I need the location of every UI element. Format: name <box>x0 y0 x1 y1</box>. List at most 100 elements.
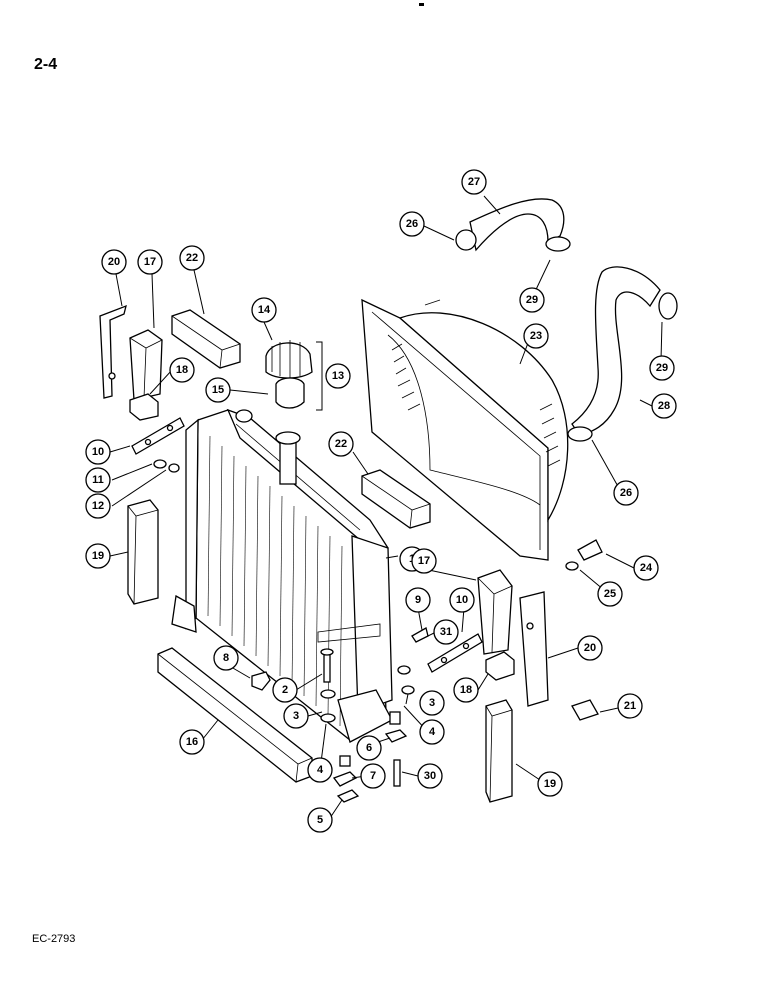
callout-8: 8 <box>213 645 239 671</box>
callout-19: 19 <box>85 543 111 569</box>
callout-4: 4 <box>307 757 333 783</box>
callout-21: 21 <box>617 693 643 719</box>
seal-strip-19-left <box>127 499 159 605</box>
svg-text:26: 26 <box>406 218 418 230</box>
hardware <box>251 539 603 803</box>
svg-text:18: 18 <box>176 364 188 376</box>
svg-text:3: 3 <box>429 697 435 709</box>
callout-22: 22 <box>328 431 354 457</box>
svg-text:4: 4 <box>429 726 436 738</box>
bracket-20-right <box>519 591 549 707</box>
upper-hose <box>455 198 571 252</box>
callout-3: 3 <box>419 690 445 716</box>
callout-5: 5 <box>307 807 333 833</box>
svg-text:13: 13 <box>332 370 344 382</box>
callout-16: 16 <box>179 729 205 755</box>
washers-11-12 <box>153 459 180 473</box>
pad-18-right <box>485 651 515 681</box>
svg-text:6: 6 <box>366 742 372 754</box>
radiator <box>171 408 393 743</box>
callout-11: 11 <box>85 467 111 493</box>
callout-28: 28 <box>651 393 677 419</box>
callout-20: 20 <box>101 249 127 275</box>
callouts: 1 2 3 3 4 4 5 6 7 8 9 10 10 11 12 13 14 … <box>85 169 677 833</box>
pad-18-left <box>129 393 159 421</box>
svg-text:26: 26 <box>620 487 632 499</box>
callout-12: 12 <box>85 493 111 519</box>
callout-29: 29 <box>519 287 545 313</box>
callout-24: 24 <box>633 555 659 581</box>
svg-text:11: 11 <box>92 474 104 486</box>
lower-hose <box>567 266 678 442</box>
svg-text:19: 19 <box>92 550 104 562</box>
callout-18: 18 <box>169 357 195 383</box>
svg-text:30: 30 <box>424 770 436 782</box>
svg-text:2: 2 <box>282 684 288 696</box>
callout-31: 31 <box>433 619 459 645</box>
svg-text:10: 10 <box>456 594 468 606</box>
callout-18: 18 <box>453 677 479 703</box>
svg-text:25: 25 <box>604 588 616 600</box>
callout-19: 19 <box>537 771 563 797</box>
callout-20: 20 <box>577 635 603 661</box>
callout-10: 10 <box>449 587 475 613</box>
svg-text:20: 20 <box>108 256 120 268</box>
svg-text:29: 29 <box>656 362 668 374</box>
seal-strip-17-right <box>477 569 513 655</box>
svg-text:3: 3 <box>293 710 299 722</box>
svg-text:16: 16 <box>186 736 198 748</box>
callout-4: 4 <box>419 719 445 745</box>
radiator-fins <box>207 435 343 727</box>
svg-text:23: 23 <box>530 330 542 342</box>
cap-seal <box>275 377 305 409</box>
callout-25: 25 <box>597 581 623 607</box>
callout-14: 14 <box>251 297 277 323</box>
callout-26: 26 <box>399 211 425 237</box>
svg-text:29: 29 <box>526 294 538 306</box>
seal-strip-17-left <box>129 329 163 401</box>
callout-7: 7 <box>360 763 386 789</box>
svg-text:27: 27 <box>468 176 480 188</box>
svg-text:5: 5 <box>317 814 323 826</box>
svg-text:20: 20 <box>584 642 596 654</box>
callout-23: 23 <box>523 323 549 349</box>
filler-neck <box>275 431 301 485</box>
svg-text:10: 10 <box>92 446 104 458</box>
overflow-pipe <box>235 409 253 423</box>
seal-strip-16 <box>157 647 313 783</box>
svg-text:31: 31 <box>440 626 452 638</box>
svg-text:4: 4 <box>317 764 324 776</box>
svg-text:14: 14 <box>258 304 271 316</box>
callout-9: 9 <box>405 587 431 613</box>
bracket-13 <box>316 341 323 411</box>
svg-text:28: 28 <box>658 400 670 412</box>
svg-text:17: 17 <box>144 256 156 268</box>
svg-text:15: 15 <box>212 384 224 396</box>
svg-text:22: 22 <box>335 438 347 450</box>
plate-10-right <box>427 633 483 673</box>
callout-10: 10 <box>85 439 111 465</box>
page-top-mark <box>419 3 424 6</box>
svg-text:21: 21 <box>624 700 636 712</box>
seal-strip-19-right <box>485 699 513 803</box>
seal-strip-22-lower <box>361 469 431 529</box>
callout-17: 17 <box>411 548 437 574</box>
callout-27: 27 <box>461 169 487 195</box>
callout-3: 3 <box>283 703 309 729</box>
seal-strip-22-upper <box>171 309 241 369</box>
callout-15: 15 <box>205 377 231 403</box>
callout-29: 29 <box>649 355 675 381</box>
callout-13: 13 <box>325 363 351 389</box>
figure-code: EC-2793 <box>32 933 76 945</box>
callout-17: 17 <box>137 249 163 275</box>
bracket-20-left <box>99 304 127 399</box>
svg-text:8: 8 <box>223 652 229 664</box>
svg-text:18: 18 <box>460 684 472 696</box>
shroud-slots <box>391 343 561 467</box>
callout-26: 26 <box>613 480 639 506</box>
svg-text:22: 22 <box>186 252 198 264</box>
svg-text:19: 19 <box>544 778 556 790</box>
section-number: 2-4 <box>34 56 58 73</box>
callout-22: 22 <box>179 245 205 271</box>
svg-text:9: 9 <box>415 594 421 606</box>
